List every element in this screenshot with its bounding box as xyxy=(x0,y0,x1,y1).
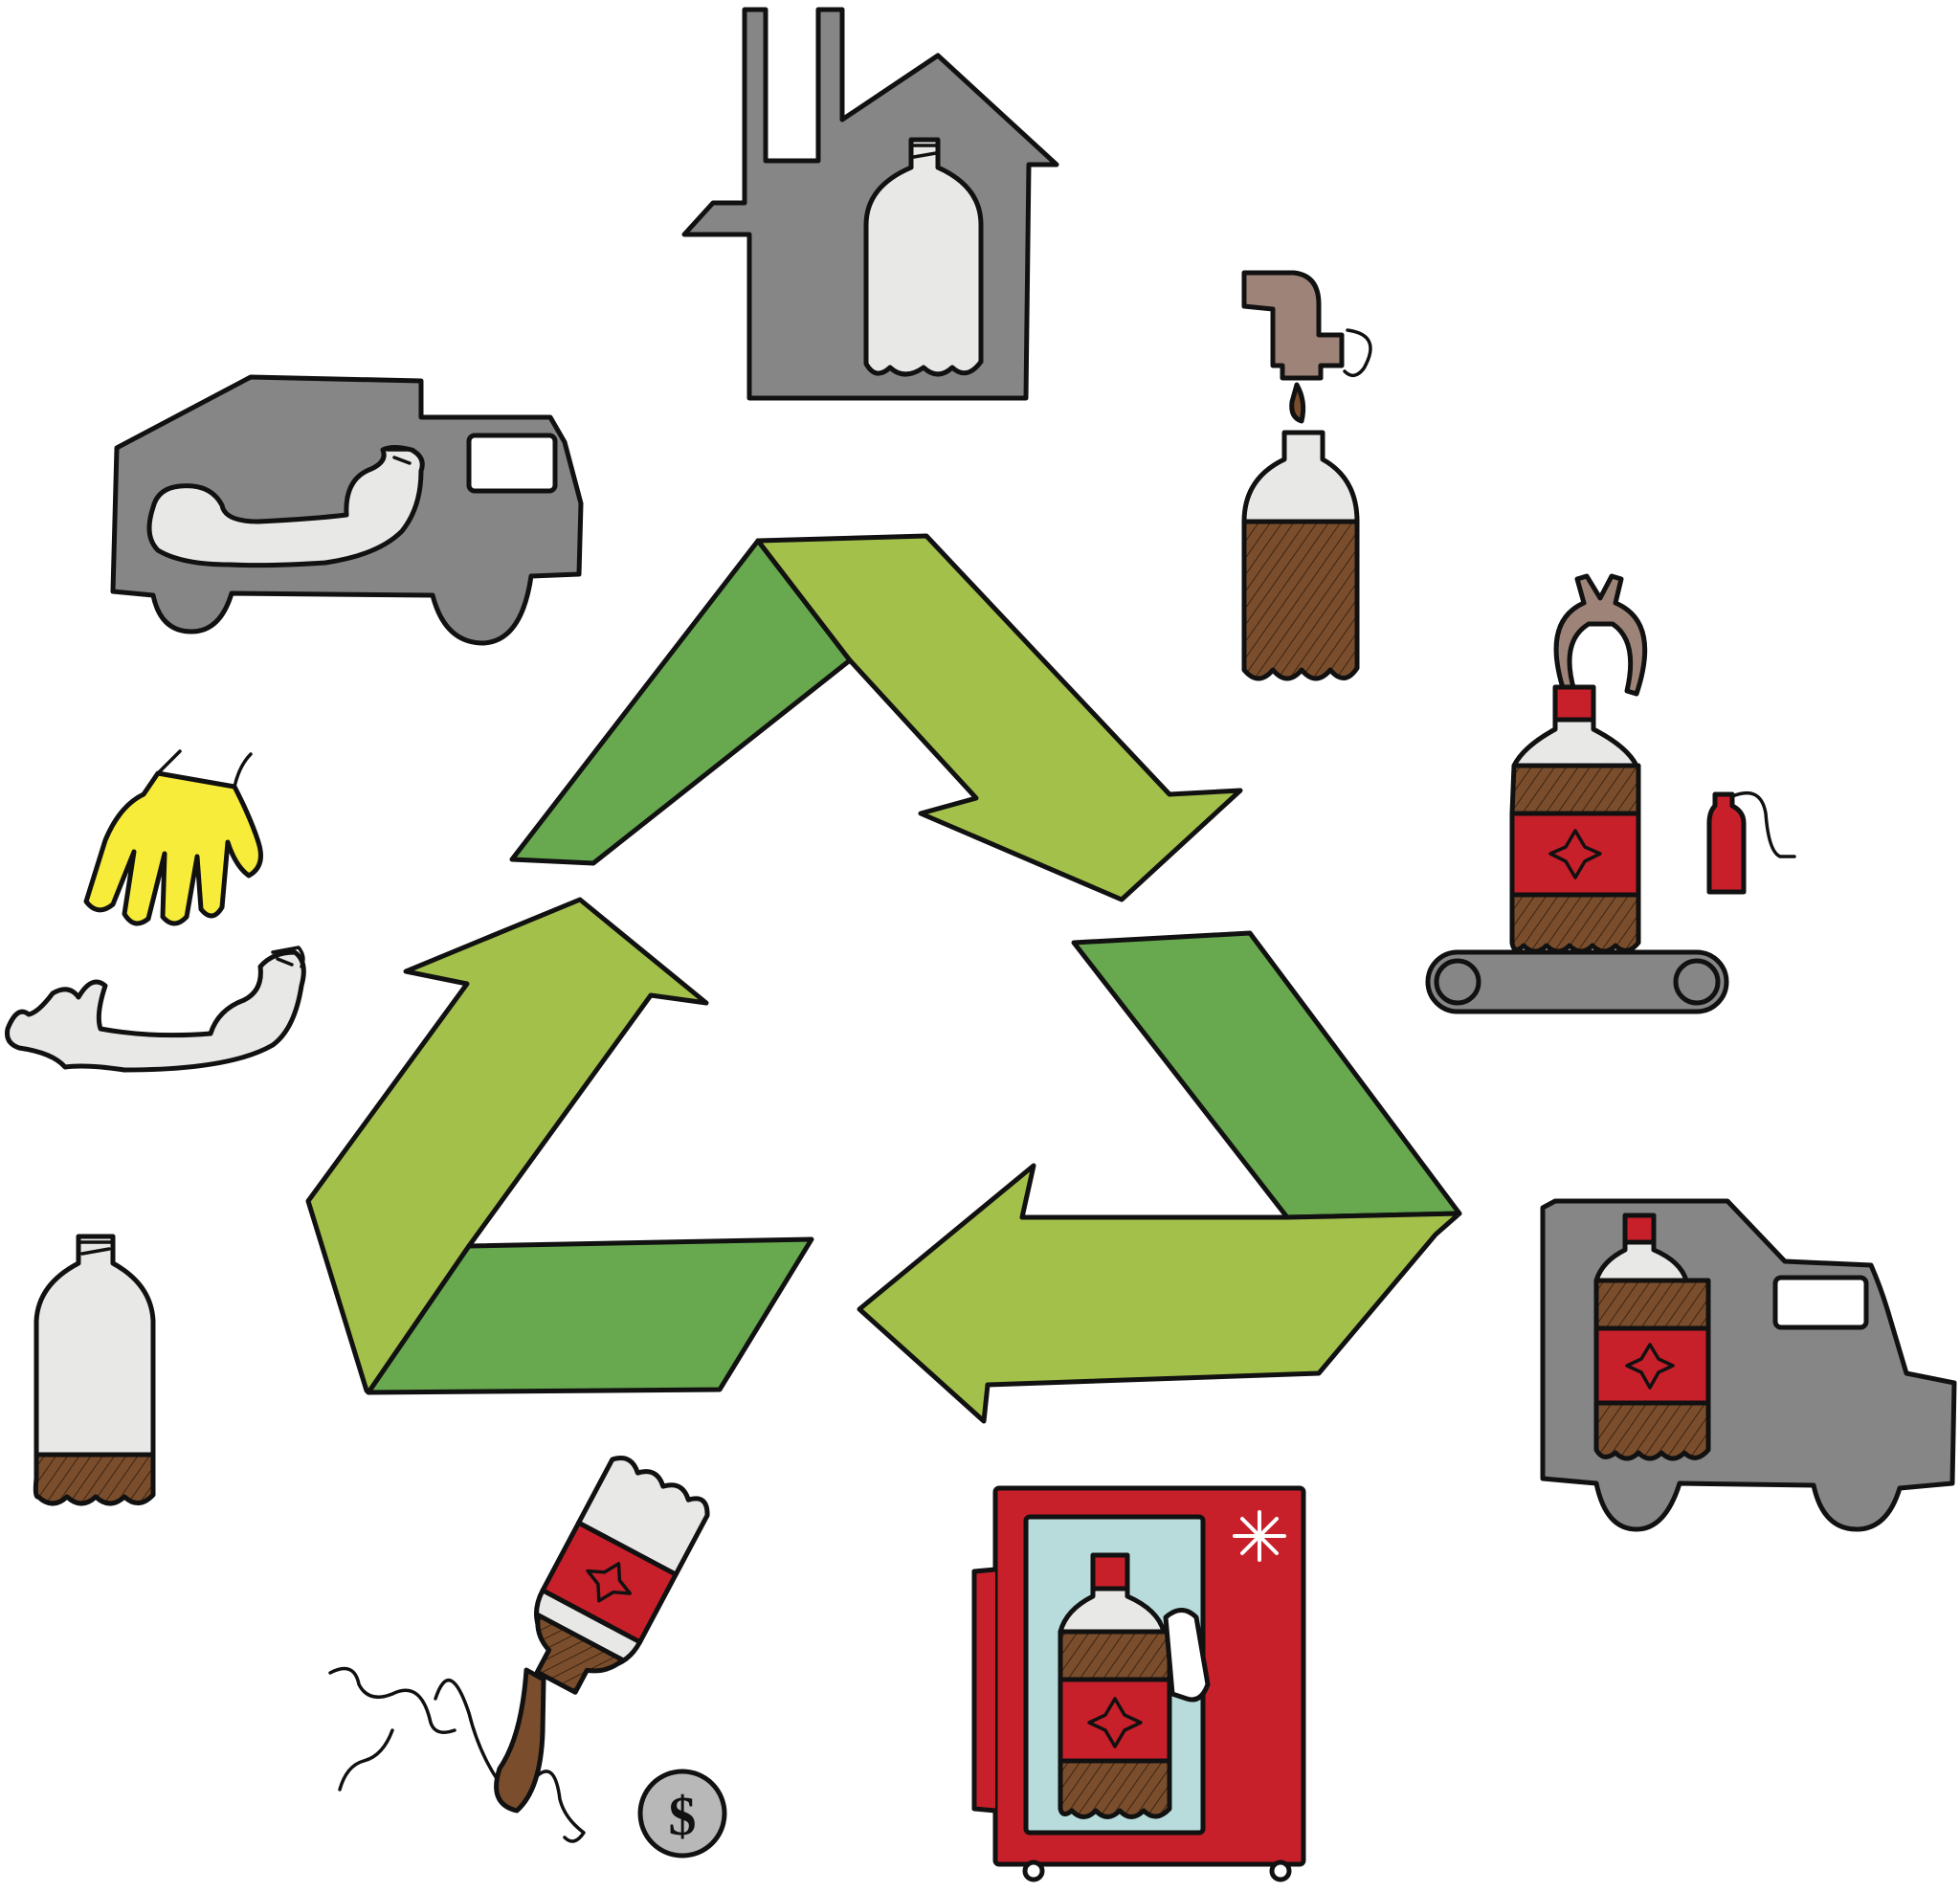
snowflake-icon xyxy=(1233,1510,1286,1562)
vending-fridge-icon xyxy=(971,1485,1306,1882)
garbage-truck-icon xyxy=(110,374,584,646)
right-arrow xyxy=(857,930,1462,1424)
pour-bottle-icon xyxy=(328,1456,710,1843)
left-arrow xyxy=(305,897,814,1395)
crushed-bottle-icon xyxy=(5,946,306,1073)
dollar-symbol: $ xyxy=(669,1785,697,1847)
tap-filling-icon xyxy=(1241,270,1372,681)
glove-icon xyxy=(83,749,263,926)
dollar-coin-icon: $ xyxy=(637,1769,727,1859)
delivery-truck-icon xyxy=(1540,1198,1957,1532)
factory-icon xyxy=(681,7,1059,401)
empty-bottle-icon xyxy=(33,1234,156,1506)
top-arrow xyxy=(509,533,1243,902)
claw-capping-icon xyxy=(1425,573,1796,1014)
recycle-arrows-icon xyxy=(305,533,1462,1424)
